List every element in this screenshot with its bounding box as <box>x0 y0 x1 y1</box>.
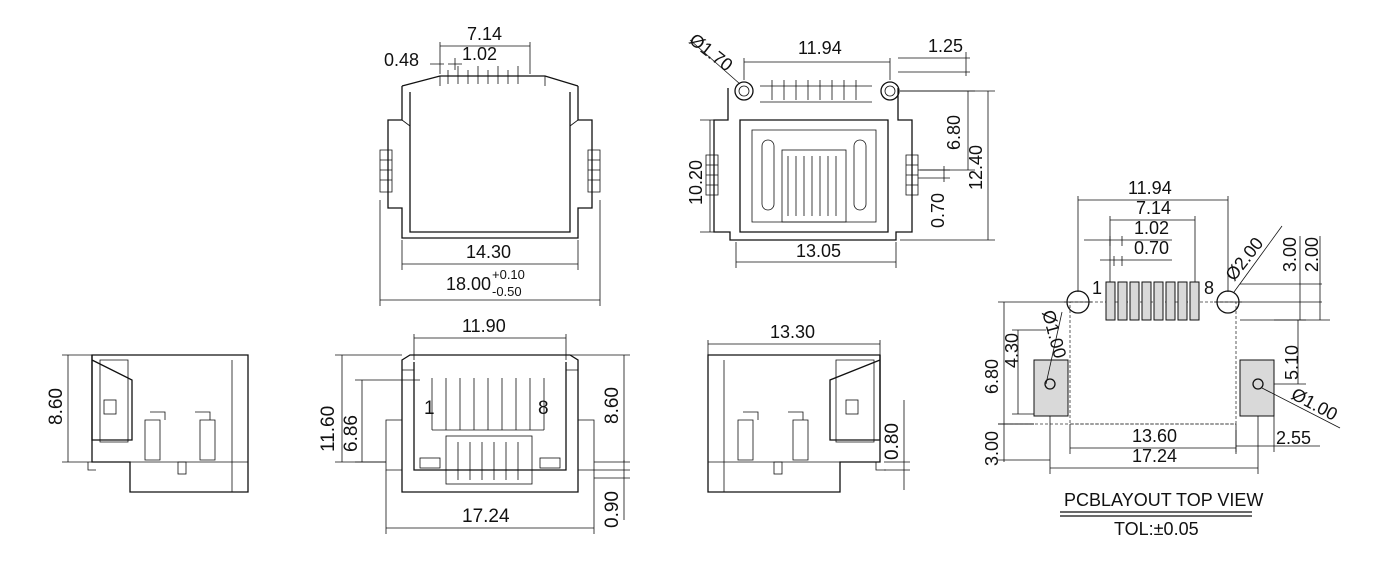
dim-0-90: 0.90 <box>602 491 623 528</box>
pins-top-left <box>447 66 519 84</box>
side-view-right: 13.30 0.80 <box>707 322 910 493</box>
pcb-dim-2-00: 2.00 <box>1302 237 1322 272</box>
dim-6-86: 6.86 <box>341 415 362 452</box>
dim-18-00: 18.00 <box>446 274 491 294</box>
top-view-left: 7.14 0.48 1.02 14.30 18.00 +0.10 -0.50 <box>379 24 601 306</box>
pcb-dim-2-55: 2.55 <box>1276 428 1311 448</box>
pcb-dia-1-00-right: Ø1.00 <box>1288 384 1341 425</box>
pcb-layout-view: 1 8 11.94 7.14 1.02 0.70 Ø2.00 3.00 2.00… <box>982 178 1341 539</box>
contacts-front-top <box>781 149 847 223</box>
contacts-front <box>431 378 545 431</box>
side-pad-left <box>1033 359 1069 417</box>
dim-10-20: 10.20 <box>686 160 706 205</box>
pcb-dim-1-02: 1.02 <box>1134 218 1169 238</box>
pcb-dim-13-60: 13.60 <box>1132 426 1177 446</box>
pcb-dim-11-94: 11.94 <box>1128 178 1172 198</box>
dim-14-30: 14.30 <box>466 242 511 262</box>
pcb-title: PCBLAYOUT TOP VIEW <box>1064 490 1263 510</box>
dim-0-80: 0.80 <box>882 423 903 460</box>
pcb-dim-3-00-bottom: 3.00 <box>982 431 1002 466</box>
dim-13-05: 13.05 <box>796 241 841 261</box>
top-view-right: 11.94 Ø1.70 1.25 10.20 6.80 12.40 0.70 1… <box>686 29 995 268</box>
pcb-dia-1-00-left: Ø1.00 <box>1038 308 1070 361</box>
pcb-dim-6-80: 6.80 <box>982 359 1002 394</box>
pin-1-pcb: 1 <box>1092 278 1102 298</box>
dim-8-60-front: 8.60 <box>602 387 623 424</box>
pin-1-front: 1 <box>424 398 435 419</box>
dim-11-94: 11.94 <box>798 38 842 58</box>
pcb-dim-4-30: 4.30 <box>1002 333 1022 368</box>
dim-17-24-front: 17.24 <box>462 506 510 527</box>
dia-1-70: Ø1.70 <box>686 29 737 75</box>
pcb-dim-5-10: 5.10 <box>1282 345 1302 380</box>
pin-8-pcb: 8 <box>1204 278 1214 298</box>
pin-8-front: 8 <box>538 398 549 419</box>
dim-0-70: 0.70 <box>928 193 948 228</box>
side-pad-right <box>1239 359 1275 417</box>
front-view: 1 8 11.90 11.60 6.86 8.60 0.90 17.24 <box>318 316 630 534</box>
dim-6-80: 6.80 <box>944 115 964 150</box>
tol-plus: +0.10 <box>492 267 525 282</box>
tol-minus: -0.50 <box>492 284 522 299</box>
dim-7-14: 7.14 <box>467 24 502 44</box>
dim-0-48: 0.48 <box>384 50 419 70</box>
dim-11-90: 11.90 <box>462 316 506 336</box>
pcb-dim-3-00-top: 3.00 <box>1280 237 1300 272</box>
dim-8-60-left: 8.60 <box>46 388 67 425</box>
dim-1-25: 1.25 <box>928 36 963 56</box>
dim-11-60: 11.60 <box>318 406 339 452</box>
dim-1-02: 1.02 <box>462 44 497 64</box>
pcb-pads <box>1105 281 1200 321</box>
dim-13-30: 13.30 <box>770 322 815 342</box>
pcb-tolerance: TOL:±0.05 <box>1114 519 1199 539</box>
pcb-dim-17-24: 17.24 <box>1132 446 1177 466</box>
pcb-dim-7-14: 7.14 <box>1136 198 1171 218</box>
pcb-dim-0-70: 0.70 <box>1134 238 1169 258</box>
dim-12-40: 12.40 <box>966 145 986 190</box>
side-view-left: 8.60 <box>46 354 249 493</box>
